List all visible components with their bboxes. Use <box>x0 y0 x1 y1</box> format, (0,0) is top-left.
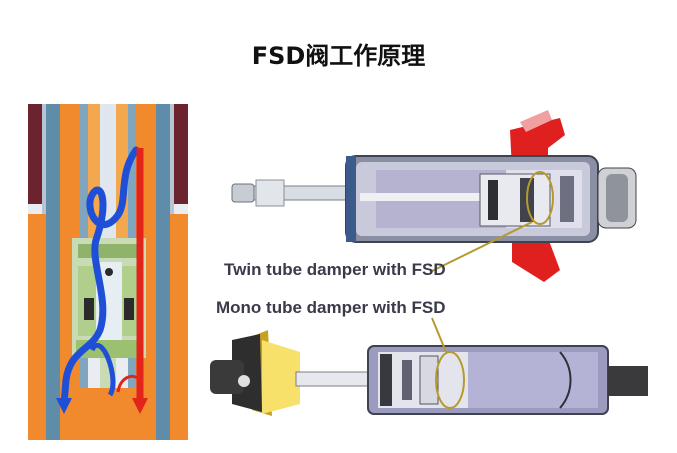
valve-cutaway <box>28 104 188 440</box>
twin-tube-label: Twin tube damper with FSD <box>224 260 446 279</box>
mono-tube-label: Mono tube damper with FSD <box>216 298 446 317</box>
page-title: FSD阀工作原理 <box>251 42 426 70</box>
twin-tube-damper <box>231 110 637 282</box>
mono-tube-damper <box>210 317 648 416</box>
